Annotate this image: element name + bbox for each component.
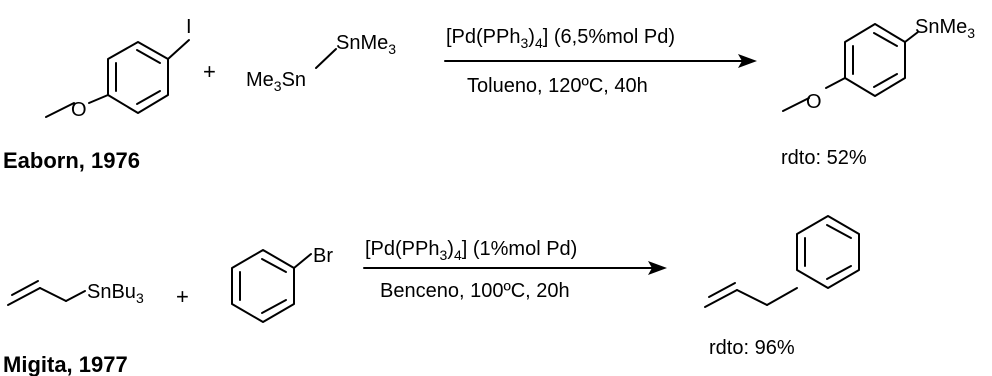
me3sn-label: Me3Sn bbox=[246, 69, 306, 94]
bromobenzene-structure: Br bbox=[231, 245, 333, 323]
snbu3-label: SnBu3 bbox=[87, 281, 144, 306]
plus-sign-2: + bbox=[176, 284, 189, 309]
reaction2-yield: rdto: 96% bbox=[709, 337, 795, 359]
reaction1-reference: Eaborn, 1976 bbox=[3, 148, 140, 173]
plus-sign: + bbox=[203, 59, 216, 84]
reaction2-reference: Migita, 1977 bbox=[3, 352, 128, 376]
reaction2-arrow bbox=[363, 261, 667, 275]
bromine-label: Br bbox=[313, 245, 333, 267]
product1-structure: SnMe3 O bbox=[782, 16, 975, 113]
reaction2-solvent: Benceno, 100ºC, 20h bbox=[380, 280, 570, 302]
reaction1-arrow bbox=[444, 54, 757, 68]
reaction2-catalyst: [Pd(PPh3)4] (1%mol Pd) bbox=[365, 238, 577, 263]
allylbenzene-structure bbox=[704, 215, 860, 308]
snme3-label: SnMe3 bbox=[336, 32, 396, 57]
reaction1-yield: rdto: 52% bbox=[781, 147, 867, 169]
hexamethylditin-structure: Me3Sn SnMe3 bbox=[246, 32, 396, 94]
reaction1-catalyst: [Pd(PPh3)4] (6,5%mol Pd) bbox=[446, 26, 675, 51]
iodoanisole-structure: I O bbox=[45, 16, 192, 121]
product1-snme3-label: SnMe3 bbox=[915, 16, 975, 41]
iodine-label: I bbox=[186, 16, 192, 38]
product1-oxygen-label: O bbox=[806, 91, 822, 113]
reaction1-solvent: Tolueno, 120ºC, 40h bbox=[467, 75, 648, 97]
oxygen-label: O bbox=[71, 99, 87, 121]
allyltributyltin-structure: SnBu3 bbox=[7, 280, 144, 306]
